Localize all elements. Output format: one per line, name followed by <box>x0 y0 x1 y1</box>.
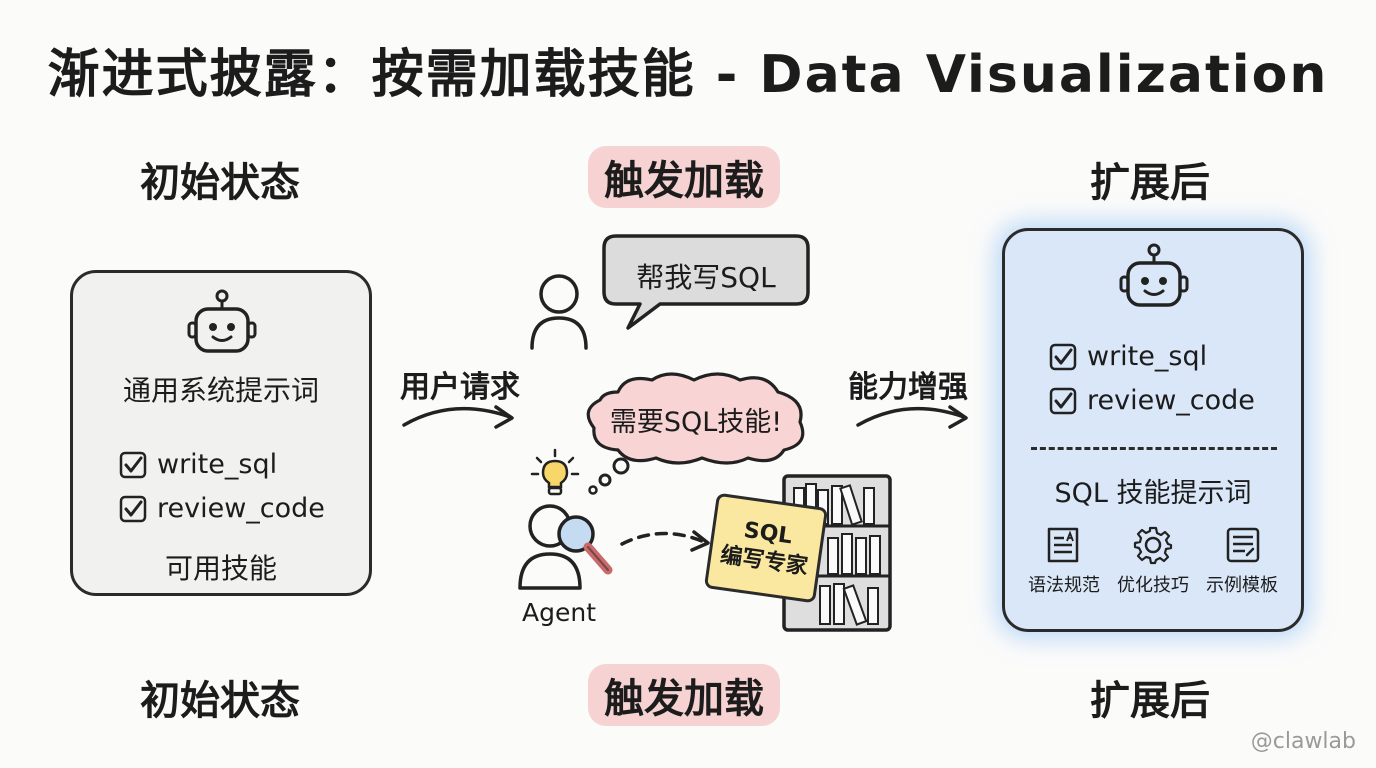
robot-icon <box>187 289 257 353</box>
stage-expanded-bottom: 扩展后 <box>1090 678 1210 724</box>
sql-skill-prompt-label: SQL 技能提示词 <box>1054 478 1252 509</box>
check-icon <box>1049 343 1077 370</box>
thought-dots <box>588 457 630 495</box>
dashed-arrow <box>620 530 710 552</box>
available-skills-caption: 可用技能 <box>164 552 277 585</box>
page-title: 渐进式披露：按需加载技能 - Data Visualization <box>47 45 1329 105</box>
user-speech-text: 帮我写SQL <box>636 261 776 294</box>
general-system-prompt-label: 通用系统提示词 <box>122 374 319 407</box>
agent-label: Agent <box>522 598 596 627</box>
skill-label: review_code <box>157 493 325 524</box>
agent-search-icon <box>518 504 613 590</box>
check-icon <box>119 495 147 522</box>
stage-initial-top: 初始状态 <box>140 160 300 206</box>
sub-item-examples: 示例模板 <box>1206 575 1278 596</box>
capability-boost-arrow <box>856 405 968 429</box>
template-icon <box>1226 527 1260 563</box>
skill-label: write_sql <box>157 449 278 480</box>
stage-trigger-bottom: 触发加载 <box>588 664 780 726</box>
check-icon <box>1049 387 1077 414</box>
expanded-state-card: write_sql review_code SQL 技能提示词 语法规范 优化技… <box>1002 228 1304 632</box>
user-icon <box>530 274 588 350</box>
skill-label: write_sql <box>1087 341 1208 372</box>
sub-item-optimization: 优化技巧 <box>1117 575 1189 596</box>
sql-skill-card: SQL 编写专家 <box>703 492 829 604</box>
skill-write-sql: write_sql <box>119 449 277 480</box>
skill-review-code: review_code <box>1049 385 1255 416</box>
skill-label: review_code <box>1087 385 1255 416</box>
watermark: @clawlab <box>1250 729 1356 754</box>
skill-write-sql: write_sql <box>1049 341 1207 372</box>
agent-thought-text: 需要SQL技能! <box>609 407 783 438</box>
sql-skill-card-subtitle: 编写专家 <box>718 542 810 580</box>
thought-bubble <box>586 372 805 465</box>
lightbulb-icon <box>530 448 580 496</box>
stage-trigger-top: 触发加载 <box>588 146 780 208</box>
check-icon <box>119 451 147 478</box>
stage-expanded-top: 扩展后 <box>1090 160 1210 206</box>
user-request-label: 用户请求 <box>400 370 520 405</box>
gear-icon <box>1133 526 1173 565</box>
speech-bubble <box>602 234 810 330</box>
sub-item-syntax: 语法规范 <box>1028 575 1100 596</box>
initial-state-card: 通用系统提示词 write_sql review_code 可用技能 <box>70 270 372 596</box>
capability-boost-label: 能力增强 <box>848 370 968 405</box>
user-request-arrow <box>402 405 514 429</box>
robot-icon <box>1119 243 1189 307</box>
stage-initial-bottom: 初始状态 <box>140 678 300 724</box>
divider <box>1031 447 1277 450</box>
skill-review-code: review_code <box>119 493 325 524</box>
document-icon <box>1047 527 1079 563</box>
